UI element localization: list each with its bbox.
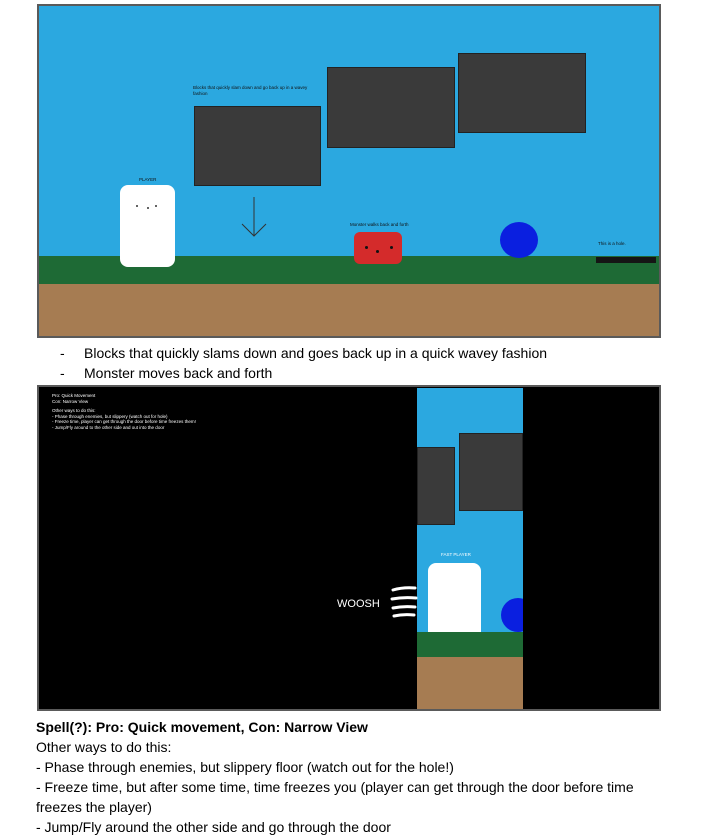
bullet-item: - Monster moves back and forth bbox=[60, 363, 680, 383]
narrow-grass bbox=[417, 632, 523, 657]
note-line: Con: Narrow View bbox=[52, 398, 89, 404]
note-line: Pro: Quick Movement bbox=[52, 393, 96, 398]
narrow-dirt bbox=[417, 657, 523, 709]
option-line: - Jump/Fly around the other side and go … bbox=[36, 819, 391, 835]
note-line: - Phase through enemies, but slippery (w… bbox=[52, 413, 168, 419]
blue-ball bbox=[501, 598, 523, 632]
bullet-text: Blocks that quickly slams down and goes … bbox=[84, 345, 548, 361]
bullet-text: Monster moves back and forth bbox=[84, 365, 273, 381]
slam-block-3 bbox=[458, 53, 586, 133]
player-eye-left bbox=[136, 205, 138, 207]
speed-lines-icon bbox=[390, 586, 418, 618]
monster-eye-right bbox=[390, 246, 393, 249]
level-mockup-panel: Blocks that quickly slam down and go bac… bbox=[37, 4, 661, 338]
spell-heading: Spell(?): Pro: Quick movement, Con: Narr… bbox=[36, 719, 368, 735]
slam-block-2 bbox=[327, 67, 455, 148]
woosh-text: WOOSH bbox=[337, 598, 380, 610]
slam-block-1 bbox=[194, 106, 321, 186]
player-eye-right bbox=[155, 205, 157, 207]
bullet-item: - Blocks that quickly slams down and goe… bbox=[60, 343, 680, 363]
down-arrow-icon bbox=[241, 197, 267, 237]
note-line: Other ways to do this: bbox=[52, 408, 96, 413]
dirt-layer bbox=[39, 284, 659, 336]
note-line: - Jump/Fly around to the other side and … bbox=[52, 424, 165, 430]
block-note: Blocks that quickly slam down and go bac… bbox=[193, 85, 308, 96]
bullet-dash: - bbox=[60, 345, 65, 361]
option-line: - Phase through enemies, but slippery fl… bbox=[36, 759, 454, 775]
player-mouth bbox=[147, 207, 149, 209]
option-line: freezes the player) bbox=[36, 799, 152, 815]
narrow-viewport: FAST PLAYER bbox=[417, 388, 523, 632]
block-left bbox=[417, 447, 455, 525]
block-right bbox=[459, 433, 523, 511]
monster-mouth bbox=[376, 250, 379, 253]
narrow-view-panel: Pro: Quick Movement Con: Narrow View Oth… bbox=[37, 385, 661, 711]
panel2-notes: Pro: Quick Movement Con: Narrow View Oth… bbox=[52, 393, 252, 430]
player-label: PLAYER bbox=[139, 177, 157, 182]
monster-label: Monster walks back and forth bbox=[350, 222, 409, 227]
other-ways-heading: Other ways to do this: bbox=[36, 739, 172, 755]
player-character bbox=[120, 185, 175, 267]
monster-eye-left bbox=[365, 246, 368, 249]
fast-player-label: FAST PLAYER bbox=[441, 552, 471, 557]
hole-label: This is a hole. bbox=[598, 241, 626, 246]
bullet-dash: - bbox=[60, 365, 65, 381]
note-line: - Freeze time, player can get through th… bbox=[52, 419, 196, 424]
fast-player-character bbox=[428, 563, 481, 632]
option-line: - Freeze time, but after some time, time… bbox=[36, 779, 634, 795]
blue-ball bbox=[500, 222, 538, 258]
monster-character bbox=[354, 232, 402, 264]
hole bbox=[596, 257, 656, 263]
